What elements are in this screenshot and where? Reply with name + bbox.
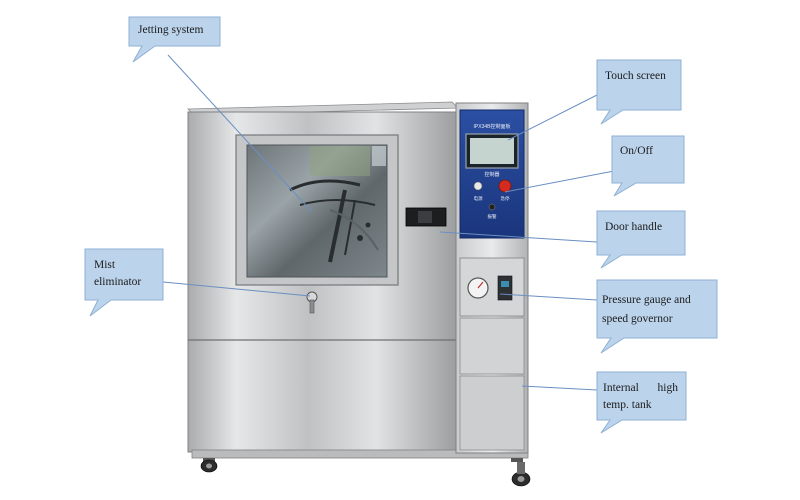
callout-door-handle-text: Door handle — [605, 221, 662, 233]
panel-label-top: IPX34B控制面板 — [474, 123, 511, 130]
leader-door-handle — [439, 231, 598, 243]
jetting-system-nozzles — [289, 179, 379, 263]
mist-eliminator-valve — [306, 291, 318, 314]
callout-mist-eliminator-line2: eliminator — [94, 276, 141, 288]
callout-mist-eliminator-line1: Mist — [94, 259, 116, 271]
callout-internal-tank-line1a: Internal — [603, 382, 639, 394]
callout-pressure-gauge-line1: Pressure gauge and — [602, 294, 691, 306]
callout-pressure-gauge: Pressure gauge and speed governor — [596, 279, 718, 354]
test-chamber-machine: IPX34B控制面板 控制器 电源 急停 报警 — [187, 101, 531, 487]
callout-on-off: On/Off — [611, 135, 685, 197]
panel-label-left: 电源 — [474, 195, 483, 202]
panel-label-bottom: 报警 — [488, 213, 497, 220]
callout-jetting-system-text: Jetting system — [138, 24, 204, 36]
column-panel-middle — [459, 317, 525, 375]
alarm-button — [488, 203, 496, 211]
chamber-lower-body — [187, 339, 457, 453]
power-button — [498, 179, 512, 193]
callout-pressure-gauge-line2: speed governor — [602, 313, 673, 325]
caster-wheels — [200, 458, 531, 487]
leader-mist-eliminator — [162, 281, 311, 297]
power-indicator — [473, 181, 483, 191]
callout-touch-screen: Touch screen — [596, 59, 682, 125]
control-panel — [459, 109, 525, 239]
callout-internal-tank-line2: temp. tank — [603, 399, 652, 411]
panel-label-mid: 控制器 — [484, 171, 499, 178]
chamber-base — [191, 449, 529, 459]
leader-internal-tank — [521, 385, 598, 391]
callout-jetting-system: Jetting system — [128, 16, 221, 63]
callout-door-handle: Door handle — [596, 210, 686, 269]
callout-internal-tank-line1b: high — [658, 382, 679, 394]
callout-mist-eliminator: Mist eliminator — [84, 248, 164, 317]
callout-internal-tank: Internal high temp. tank — [596, 371, 687, 434]
speed-governor — [497, 275, 513, 301]
internal-tank-panel — [459, 375, 525, 451]
callout-on-off-text: On/Off — [620, 145, 653, 157]
callout-touch-screen-text: Touch screen — [605, 70, 666, 82]
leader-on-off — [504, 170, 615, 193]
leader-lines — [162, 54, 615, 391]
leader-jetting-system — [167, 54, 313, 213]
leader-touch-screen — [507, 94, 598, 141]
leader-pressure-gauge — [499, 293, 598, 301]
panel-label-right: 急停 — [501, 195, 510, 202]
